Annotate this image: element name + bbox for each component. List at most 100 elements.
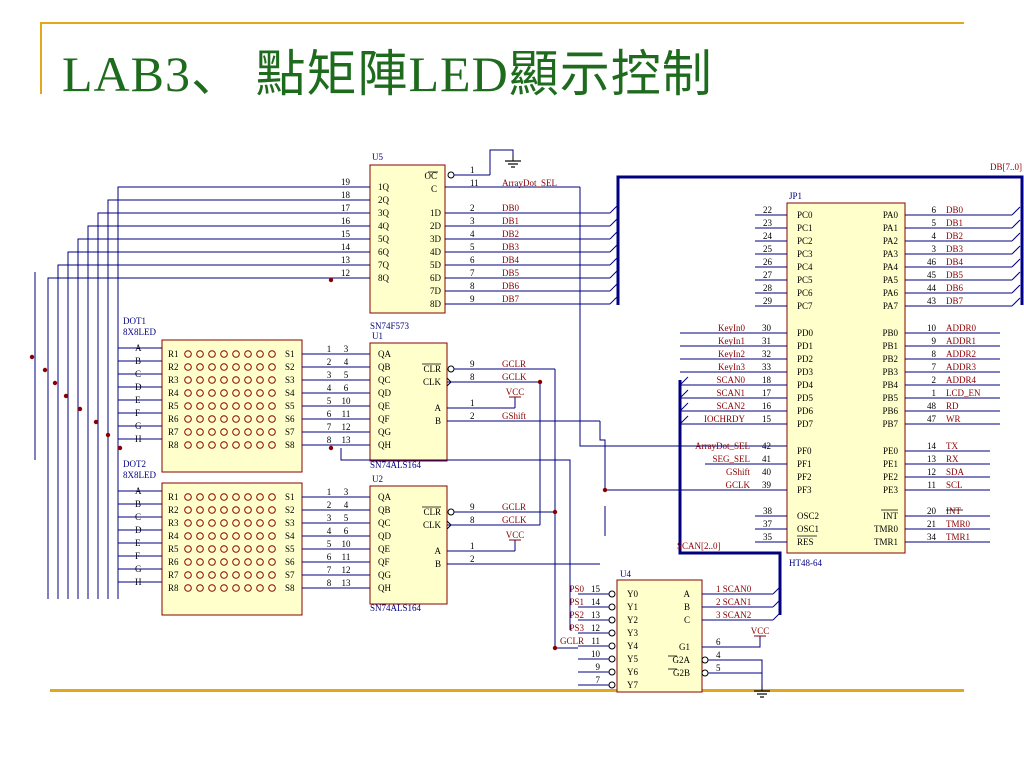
dot1-s-num: 4 [327, 383, 332, 393]
dot1-led [232, 350, 240, 358]
u5-d-pin: 3D [430, 234, 442, 244]
dot2-s-label: S7 [285, 570, 295, 580]
jp1-pc-pin: PC0 [797, 210, 813, 220]
jp1-pf-num: 39 [762, 480, 772, 490]
dot2-led [196, 558, 204, 566]
dot1-row-label: R2 [168, 362, 179, 372]
u5-d-num: 5 [470, 242, 475, 252]
u5-oc-pin: OC [424, 171, 437, 181]
u4-y-bubble [608, 603, 616, 611]
jp1-pd-pin: PD6 [797, 406, 814, 416]
dot2-s-num: 8 [327, 578, 332, 588]
jp1-pc-num: 24 [763, 231, 773, 241]
jp1-pd-pin: PD4 [797, 380, 814, 390]
jp1-pc-pin: PC3 [797, 249, 813, 259]
u1-clr-bubble [447, 365, 455, 373]
bottom-rule [50, 689, 964, 692]
dot2-s-num: 4 [344, 500, 349, 510]
u5-d-pin: 1D [430, 208, 442, 218]
dot1-led [268, 402, 276, 410]
wire-junction [29, 354, 35, 360]
dot1-part: 8X8LED [123, 327, 156, 337]
dot2-led [220, 584, 228, 592]
jp1-pd-pin: PD2 [797, 354, 813, 364]
jp1-pb-net: ADDR0 [946, 323, 977, 333]
wire-junction [105, 432, 111, 438]
jp1-pb-num: 2 [932, 375, 937, 385]
dot2-s-num: 3 [344, 487, 349, 497]
u5-chip [369, 164, 446, 314]
u2-b-num: 2 [470, 554, 475, 564]
dot1-led [184, 428, 192, 436]
wire-junction [77, 406, 83, 412]
dot2-led [208, 558, 216, 566]
jp1-pb-num: 48 [927, 401, 937, 411]
u2-q-pin: QA [378, 492, 391, 502]
dot1-s-num: 13 [342, 435, 352, 445]
dot2-led [256, 558, 264, 566]
jp1-pc-pin: PC7 [797, 301, 813, 311]
jp1-pf-net: ArrayDot_SEL [695, 441, 750, 451]
dot1-s-label: S3 [285, 375, 295, 385]
jp1-pa-net: DB0 [946, 205, 964, 215]
junction [328, 445, 334, 451]
u4-gnd-wire [745, 659, 763, 685]
jp1-pd-net: IOCHRDY [704, 414, 746, 424]
dot2-led [196, 584, 204, 592]
jp1-pb-pin: PB1 [882, 341, 898, 351]
dot1-led [220, 428, 228, 436]
u1-b-net: GShift [502, 411, 527, 421]
u4-abc-pin: A [684, 589, 691, 599]
u5-d-net: DB7 [502, 294, 520, 304]
dot2-led [268, 545, 276, 553]
dot2-led [184, 571, 192, 579]
u2-q-pin: QD [378, 531, 391, 541]
dot1-led [244, 441, 252, 449]
dot1-led [196, 389, 204, 397]
jp1-pc-num: 23 [763, 218, 773, 228]
jp1-tmr-num: 20 [927, 506, 937, 516]
u5-oc-bubble [447, 171, 455, 179]
dot1-row-label: R5 [168, 401, 179, 411]
dot2-part: 8X8LED [123, 470, 156, 480]
jp1-pa-net: DB5 [946, 270, 964, 280]
junction [602, 487, 608, 493]
col-bus-wire [57, 264, 340, 348]
dot1-ref: DOT1 [123, 316, 146, 326]
u5-d-num: 7 [470, 268, 475, 278]
dot2-led [232, 584, 240, 592]
u4-y-net: PS0 [569, 584, 584, 594]
dot2-ref: DOT2 [123, 459, 146, 469]
dot1-led [268, 389, 276, 397]
jp1-pb-net: WR [946, 414, 961, 424]
jp1-pc-pin: PC5 [797, 275, 813, 285]
u4-y-bubble [608, 668, 616, 676]
dot2-led [244, 532, 252, 540]
jp1-pa-num: 4 [932, 231, 937, 241]
jp1-pa-pin: PA1 [883, 223, 898, 233]
jp1-pf-num: 42 [762, 441, 771, 451]
jp1-pd-num: 30 [762, 323, 772, 333]
dot2-led [268, 584, 276, 592]
dot2-led [244, 519, 252, 527]
dot1-s-num: 6 [344, 383, 349, 393]
u4-y-num: 11 [591, 636, 600, 646]
u1-clk-net: GCLK [502, 372, 527, 382]
dot1-s-num: 1 [327, 344, 332, 354]
jp1-pa-pin: PA3 [883, 249, 899, 259]
dot2-led [256, 571, 264, 579]
u5-q-num: 18 [341, 190, 351, 200]
u2-clr-bubble [447, 508, 455, 516]
dot2-led [184, 584, 192, 592]
u4-y-num: 7 [596, 675, 601, 685]
col-bus-wire [67, 251, 340, 348]
vcc-label: VCC [506, 387, 525, 397]
u1-qh-cascade [340, 448, 571, 630]
jp1-pf-pin: PF1 [797, 459, 812, 469]
u4-abc-pin: B [684, 602, 690, 612]
u5-q-pin: 6Q [378, 247, 390, 257]
u5-d-pin: 8D [430, 299, 442, 309]
jp1-pc-num: 26 [763, 257, 773, 267]
u4-g-pin: G2B [673, 668, 690, 678]
jp1-pe-net: SCL [946, 480, 963, 490]
